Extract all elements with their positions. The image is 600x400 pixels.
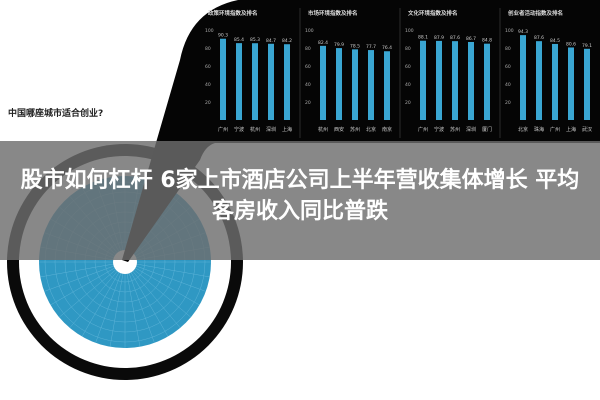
x-tick-label: 苏州	[350, 126, 360, 133]
y-tick-label: 60	[405, 64, 411, 70]
chart-title: 文化环境指数及排名	[408, 9, 458, 17]
data-label: 87.9	[434, 35, 444, 41]
chart-title: 创业者活动指数及排名	[507, 9, 563, 17]
data-label: 77.7	[366, 44, 376, 50]
data-label: 87.6	[450, 35, 460, 41]
y-tick-label: 80	[505, 46, 511, 52]
y-tick-label: 60	[305, 64, 311, 70]
y-tick-label: 100	[505, 28, 514, 34]
bar	[520, 35, 526, 120]
x-tick-label: 厦门	[482, 126, 492, 133]
infographic-title: 中国哪座城市适合创业?	[8, 109, 104, 119]
y-tick-label: 60	[205, 64, 211, 70]
bar	[468, 41, 474, 120]
y-tick-label: 100	[305, 28, 314, 34]
data-label: 76.4	[382, 45, 392, 51]
x-tick-label: 宁波	[234, 126, 244, 133]
bar	[252, 43, 258, 121]
y-tick-label: 20	[405, 100, 411, 106]
x-tick-label: 南京	[382, 126, 392, 133]
x-tick-label: 珠海	[534, 126, 544, 133]
x-tick-label: 深圳	[466, 126, 476, 133]
data-label: 94.3	[518, 29, 528, 35]
bar	[584, 48, 590, 121]
bar-chart-4: 创业者活动指数及排名 20 40 60 80 100 94.3 北京 87.6 珠海 84.5 广州 8…	[499, 8, 592, 138]
data-label: 85.4	[234, 37, 244, 43]
bar	[552, 43, 558, 121]
x-tick-label: 广州	[218, 126, 228, 133]
bar-chart-2: 市场环境指数及排名 20 40 60 80 100 82.4 杭州 79.9 西安 78.5 苏州 77…	[299, 8, 392, 138]
data-label: 84.7	[266, 38, 276, 44]
y-tick-label: 40	[305, 82, 311, 88]
headline: 股市如何杠杆 6家上市酒店公司上半年营收集体增长 平均客房收入同比普跌	[20, 168, 580, 224]
data-label: 90.3	[218, 33, 228, 39]
data-label: 80.6	[566, 41, 576, 47]
y-tick-label: 20	[205, 100, 211, 106]
bar	[336, 48, 342, 121]
x-tick-label: 上海	[282, 126, 292, 133]
y-tick-label: 100	[205, 28, 214, 34]
y-tick-label: 20	[505, 100, 511, 106]
y-tick-label: 20	[305, 100, 311, 106]
x-tick-label: 广州	[550, 126, 560, 133]
x-tick-label: 上海	[566, 126, 576, 133]
y-tick-label: 40	[205, 82, 211, 88]
y-tick-label: 40	[505, 82, 511, 88]
bar	[568, 47, 574, 120]
y-tick-label: 80	[305, 46, 311, 52]
y-tick-label: 40	[405, 82, 411, 88]
data-label: 86.7	[466, 36, 476, 42]
bar	[284, 44, 290, 120]
data-label: 84.5	[550, 38, 560, 44]
x-tick-label: 广州	[418, 126, 428, 133]
bar-chart-1: 政策环境指数及排名 20 40 60 80 100 90.3 广州 85.4 宁波 85.3 杭州 84…	[205, 9, 292, 133]
x-tick-label: 苏州	[450, 126, 460, 133]
x-tick-label: 北京	[518, 126, 528, 133]
x-tick-label: 西安	[334, 126, 344, 133]
x-tick-label: 北京	[366, 126, 376, 133]
x-tick-label: 宁波	[434, 126, 444, 133]
data-label: 87.6	[534, 35, 544, 41]
bar	[268, 43, 274, 120]
y-tick-label: 80	[405, 46, 411, 52]
bar	[452, 41, 458, 120]
bar	[236, 43, 242, 120]
y-tick-label: 100	[405, 28, 414, 34]
x-tick-label: 深圳	[266, 126, 276, 133]
bar	[484, 43, 490, 120]
data-label: 82.4	[318, 40, 328, 46]
x-tick-label: 武汉	[582, 126, 592, 133]
bar-chart-3: 文化环境指数及排名 20 40 60 80 100 88.1 广州 87.9 宁波 87.6 苏州 86…	[399, 8, 492, 138]
data-label: 78.5	[350, 43, 360, 49]
bar	[384, 51, 390, 120]
data-label: 88.1	[418, 35, 428, 41]
y-tick-label: 60	[505, 64, 511, 70]
bar	[368, 50, 374, 120]
bar	[536, 41, 542, 120]
bar	[220, 38, 226, 121]
data-label: 85.3	[250, 37, 260, 43]
x-tick-label: 杭州	[318, 126, 328, 133]
bar	[320, 45, 326, 121]
chart-title: 市场环境指数及排名	[308, 9, 358, 17]
bar-charts: 政策环境指数及排名 20 40 60 80 100 90.3 广州 85.4 宁波 85.3 杭州 84…	[205, 8, 592, 138]
data-label: 84.2	[282, 38, 292, 44]
bar	[420, 40, 426, 120]
data-label: 84.8	[482, 38, 492, 44]
x-tick-label: 杭州	[250, 126, 260, 133]
data-label: 79.9	[334, 42, 344, 48]
data-label: 79.1	[582, 43, 592, 49]
chart-title: 政策环境指数及排名	[208, 9, 258, 17]
bar	[352, 49, 358, 120]
y-tick-label: 80	[205, 46, 211, 52]
bar	[436, 40, 442, 120]
headline-band	[0, 141, 600, 260]
